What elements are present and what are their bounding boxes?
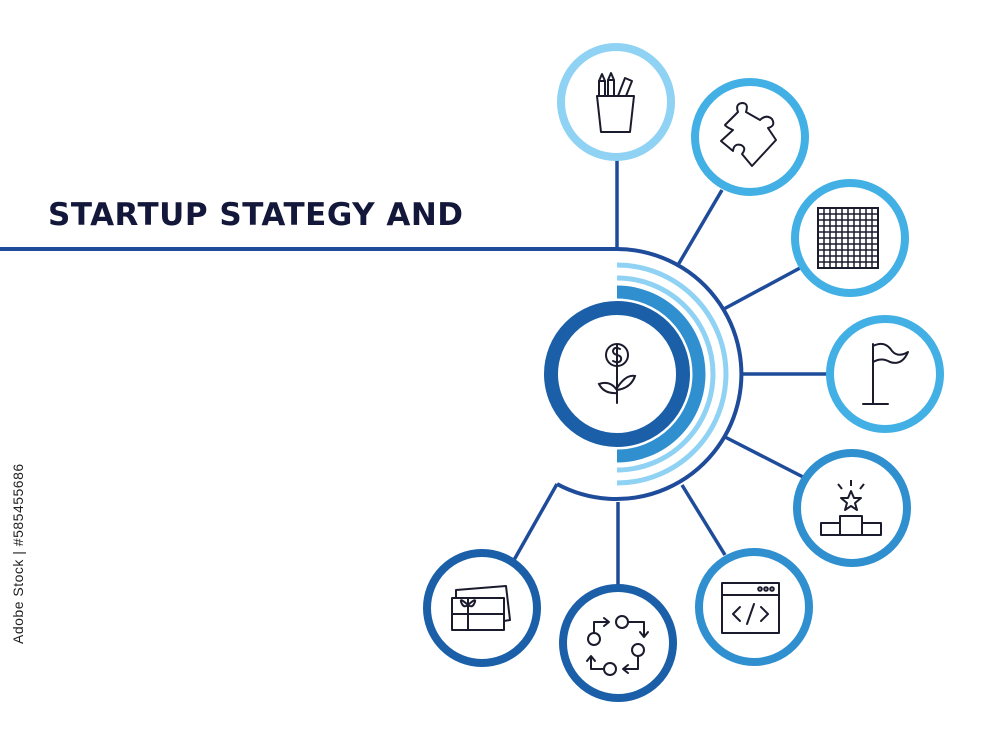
node-flag bbox=[826, 315, 944, 433]
node-cycle bbox=[559, 584, 677, 702]
money-plant-icon bbox=[597, 343, 637, 404]
cycle-icon bbox=[586, 615, 649, 676]
connectors bbox=[512, 160, 830, 585]
node-podium bbox=[793, 449, 911, 567]
node-grid bbox=[791, 179, 909, 297]
node-puzzle bbox=[691, 78, 809, 196]
podium-star-icon bbox=[820, 480, 882, 536]
flag-icon bbox=[862, 342, 909, 405]
code-window-icon bbox=[721, 582, 780, 634]
pencil-cup-icon bbox=[596, 72, 635, 133]
node-code-window bbox=[695, 548, 813, 666]
diagram-title: STARTUP STATEGY AND bbox=[48, 197, 464, 233]
node-pencil-cup bbox=[557, 43, 675, 161]
gift-card-icon bbox=[451, 585, 511, 631]
center-node bbox=[544, 301, 690, 447]
node-gift-card bbox=[423, 549, 541, 667]
grid-icon bbox=[817, 207, 879, 269]
puzzle-piece-icon bbox=[720, 102, 777, 167]
hub-arcs bbox=[556, 247, 744, 501]
